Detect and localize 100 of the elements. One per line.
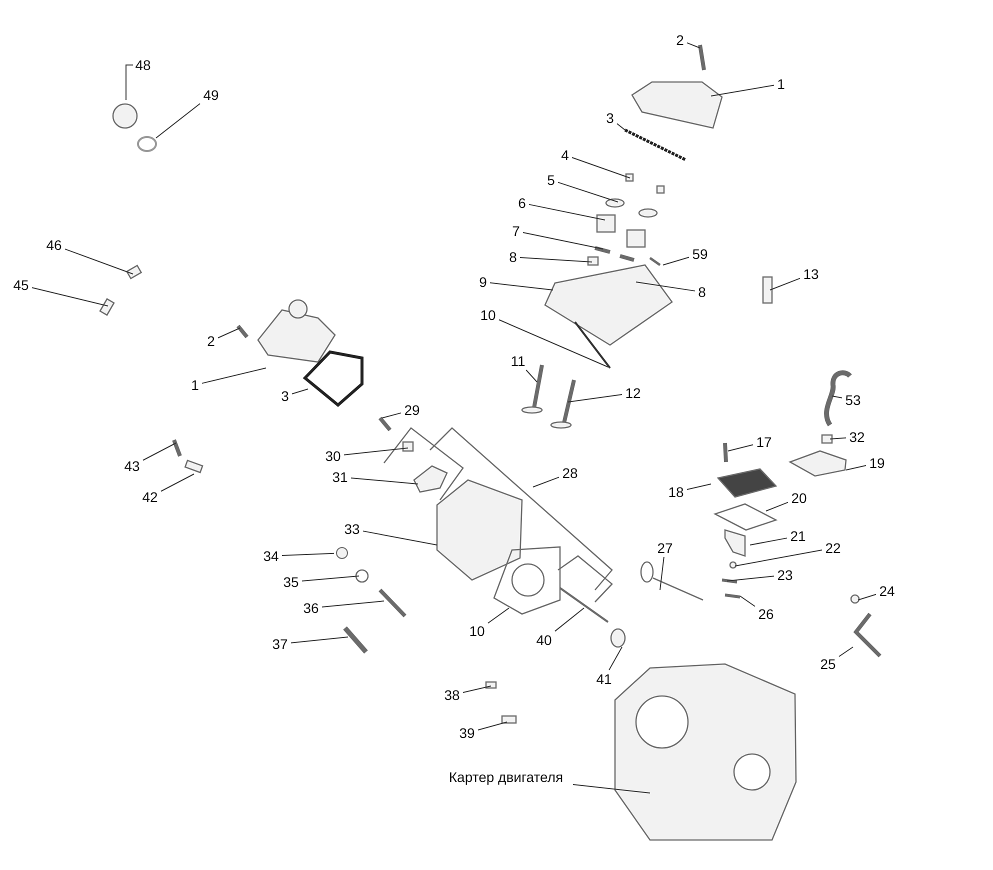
leader-line xyxy=(750,538,788,546)
callout-number: 5 xyxy=(546,172,556,188)
callout-number: 8 xyxy=(697,284,707,300)
callout-number: 19 xyxy=(868,455,886,471)
leader-line xyxy=(64,248,134,274)
leader-line xyxy=(282,552,334,556)
leader-line xyxy=(858,594,876,600)
leader-line xyxy=(616,123,626,130)
leader-line xyxy=(770,278,800,290)
callout-number: 53 xyxy=(844,392,862,408)
callout-number: 37 xyxy=(271,636,289,652)
leader-line xyxy=(478,722,508,730)
leader-line xyxy=(838,646,854,658)
leader-line xyxy=(202,368,266,384)
leader-line xyxy=(710,84,774,96)
leader-line xyxy=(462,686,492,693)
callout-number: 6 xyxy=(517,195,527,211)
callout-number: 21 xyxy=(789,528,807,544)
leader-line xyxy=(126,64,134,100)
leader-line xyxy=(488,608,510,624)
leader-line xyxy=(292,388,308,394)
callout-number: 23 xyxy=(776,567,794,583)
leader-line xyxy=(660,556,664,590)
leader-line xyxy=(734,550,822,566)
leader-line xyxy=(520,256,592,262)
callout-number: 7 xyxy=(511,223,521,239)
leader-line xyxy=(382,412,402,418)
callout-number: Картер двигателя xyxy=(441,769,571,785)
leader-line xyxy=(156,103,200,138)
callout-number: 3 xyxy=(605,110,615,126)
callout-number: 45 xyxy=(12,277,30,293)
leader-line xyxy=(302,576,360,582)
callout-number: 39 xyxy=(458,725,476,741)
leader-line xyxy=(846,464,866,470)
callout-number: 29 xyxy=(403,402,421,418)
leader-line xyxy=(726,576,774,582)
leader-line xyxy=(532,476,560,488)
callout-number: 59 xyxy=(691,246,709,262)
leader-line xyxy=(344,448,408,456)
callout-number: 1 xyxy=(776,76,786,92)
leader-line xyxy=(160,474,194,492)
callout-number: 28 xyxy=(561,465,579,481)
leader-line xyxy=(832,396,842,398)
callout-number: 1 xyxy=(190,377,200,393)
leader-line xyxy=(686,42,700,48)
callout-number: 49 xyxy=(202,87,220,103)
callout-number: 10 xyxy=(479,307,497,323)
leader-line xyxy=(830,437,846,440)
callout-number: 2 xyxy=(206,333,216,349)
leader-line xyxy=(572,784,650,794)
leader-line xyxy=(728,444,754,452)
callout-number: 33 xyxy=(343,521,361,537)
callout-number: 30 xyxy=(324,448,342,464)
callout-number: 4 xyxy=(560,147,570,163)
callout-number: 42 xyxy=(141,489,159,505)
callout-number: 18 xyxy=(667,484,685,500)
callout-number: 25 xyxy=(819,656,837,672)
leader-line xyxy=(290,636,348,644)
callout-number: 8 xyxy=(508,249,518,265)
leader-line xyxy=(608,646,622,670)
leader-line xyxy=(526,370,538,382)
callout-number: 2 xyxy=(675,32,685,48)
callout-number: 10 xyxy=(468,623,486,639)
leader-line xyxy=(490,282,554,290)
callout-number: 38 xyxy=(443,687,461,703)
leader-line xyxy=(350,477,418,484)
callout-number: 41 xyxy=(595,671,613,687)
leader-line xyxy=(322,600,384,608)
leader-line xyxy=(662,256,690,266)
leader-line xyxy=(766,502,788,512)
callout-number: 34 xyxy=(262,548,280,564)
callout-number: 9 xyxy=(478,274,488,290)
leader-line xyxy=(636,282,696,292)
callout-number: 36 xyxy=(302,600,320,616)
nut-drawing xyxy=(336,547,348,559)
leader-line xyxy=(686,484,712,490)
callout-number: 12 xyxy=(624,385,642,401)
callout-number: 11 xyxy=(509,353,527,369)
leader-line xyxy=(522,232,604,250)
leader-line xyxy=(554,608,584,632)
callout-number: 13 xyxy=(802,266,820,282)
leader-line xyxy=(32,287,108,306)
leader-line xyxy=(558,182,618,202)
callout-number: 24 xyxy=(878,583,896,599)
callout-number: 48 xyxy=(134,57,152,73)
callout-number: 27 xyxy=(656,540,674,556)
leader-line xyxy=(498,319,608,368)
callout-number: 43 xyxy=(123,458,141,474)
callout-number: 40 xyxy=(535,632,553,648)
callout-number: 31 xyxy=(331,469,349,485)
leader-line xyxy=(740,596,756,607)
leader-line xyxy=(362,530,438,546)
callout-number: 35 xyxy=(282,574,300,590)
callout-number: 20 xyxy=(790,490,808,506)
callout-number: 17 xyxy=(755,434,773,450)
leader-line xyxy=(572,156,630,178)
callout-number: 32 xyxy=(848,429,866,445)
leader-line xyxy=(218,328,240,338)
callout-number: 46 xyxy=(45,237,63,253)
callout-number: 22 xyxy=(824,540,842,556)
